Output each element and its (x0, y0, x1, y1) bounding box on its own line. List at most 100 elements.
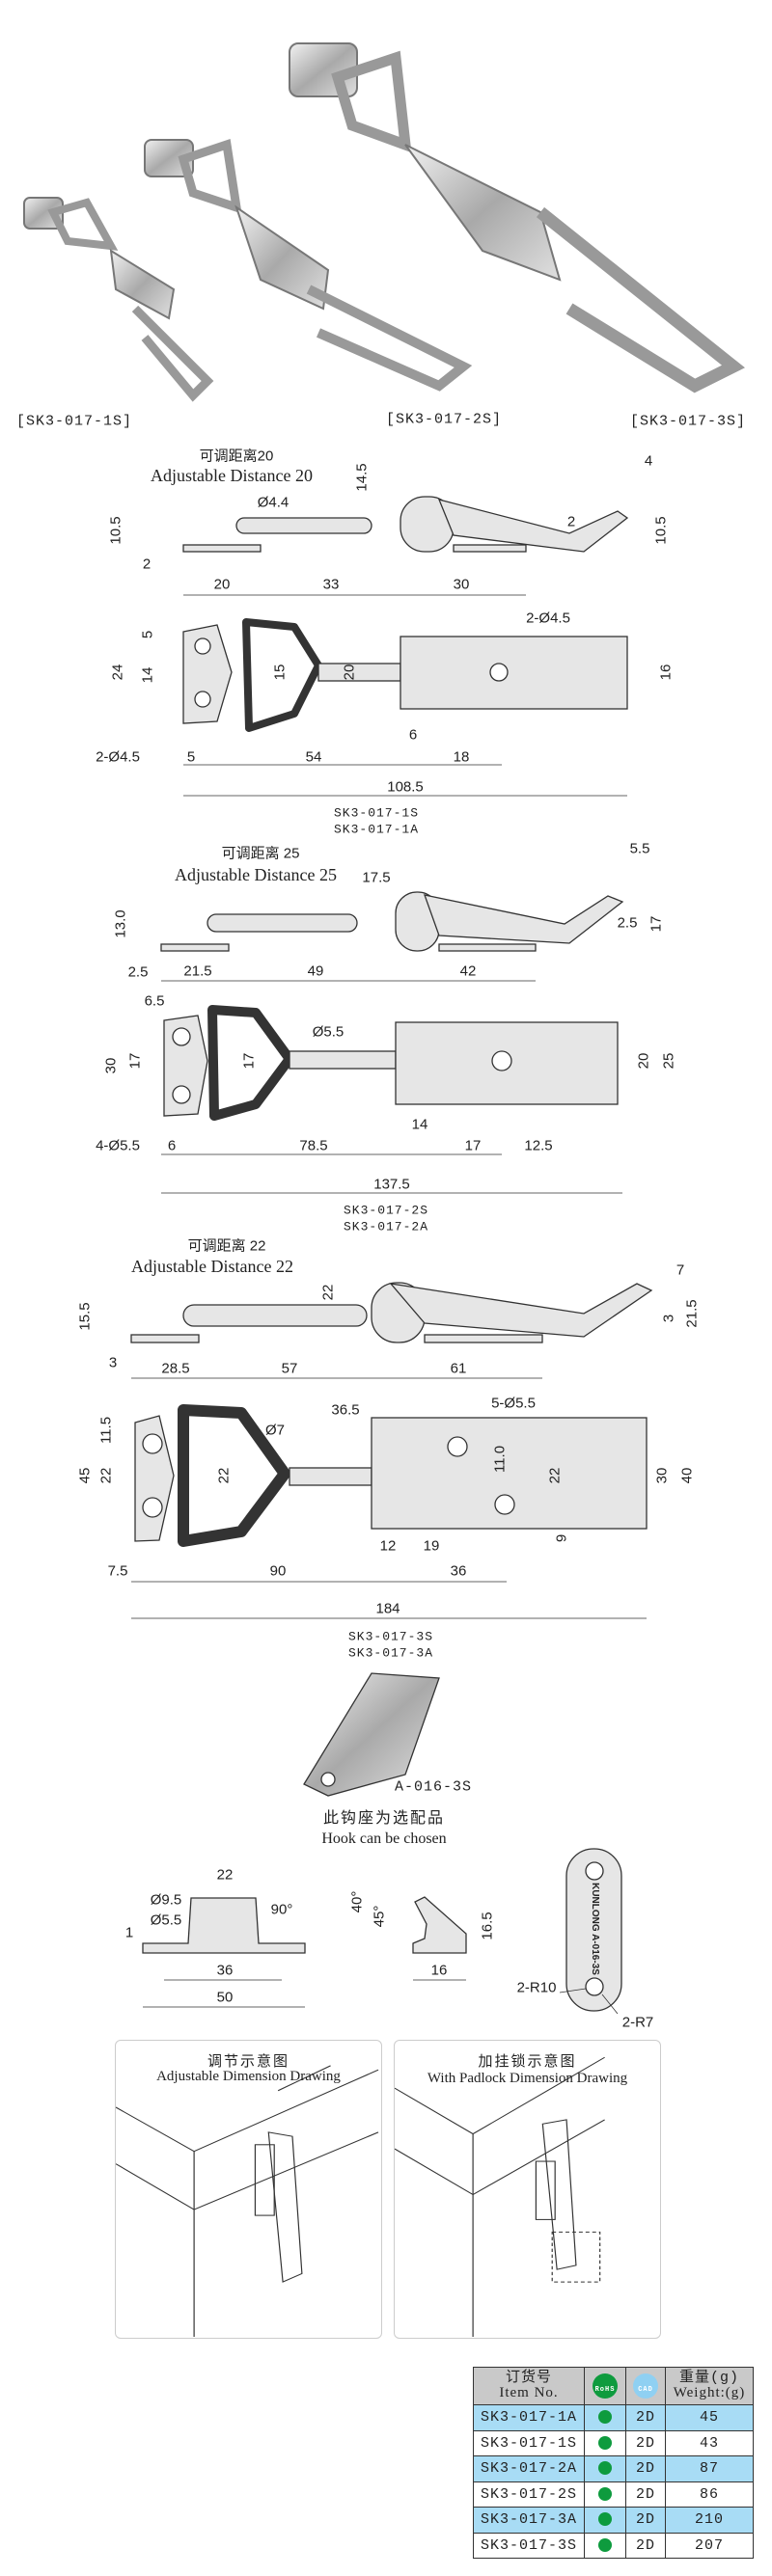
dim: 36.5 (331, 1401, 360, 1419)
dim: 2-Ø4.5 (96, 748, 140, 766)
dim: 15.5 (76, 1302, 94, 1331)
dim: 22 (215, 1467, 233, 1484)
dim: 54 (305, 748, 322, 766)
photo-label-3s: [SK3-017-3S] (629, 413, 747, 430)
dim: 2 (566, 513, 576, 530)
panel-title-cn: 调节示意图 (207, 2053, 290, 2070)
rohs-dot (598, 2512, 612, 2527)
latch-photo-3s (289, 42, 745, 393)
dim: 11.5 (97, 1416, 115, 1445)
adjustable-distance-cn-3: 可调距离 22 (187, 1237, 266, 1255)
dim: 21.5 (683, 1299, 701, 1328)
panel-title-en: With Padlock Dimension Drawing (427, 2071, 628, 2086)
dim: 6 (167, 1137, 177, 1154)
adjustable-drawing-panel: 调节示意图 Adjustable Dimension Drawing (115, 2040, 382, 2339)
dim: 2.5 (617, 914, 638, 932)
dim: 14 (139, 666, 156, 684)
dim: 50 (216, 1989, 234, 2006)
dim: 78.5 (299, 1137, 328, 1154)
dim: 30 (453, 576, 470, 593)
cad-icon: CAD (633, 2373, 658, 2399)
dim: Ø4.4 (257, 494, 290, 511)
padlock-illustration (395, 2056, 605, 2337)
dim: 17.5 (362, 869, 391, 886)
dim: 7 (676, 1261, 685, 1279)
rohs-dot (598, 2537, 612, 2552)
latch-photo-2s (144, 139, 473, 392)
adjustable-distance-en-2: Adjustable Distance 25 (175, 865, 337, 884)
latch-photo-1s (23, 197, 214, 402)
dim: 17 (464, 1137, 482, 1154)
header-item-en: Item No. (499, 2385, 559, 2400)
dim: 16.5 (479, 1912, 496, 1940)
dim: 5-Ø5.5 (491, 1395, 536, 1412)
dim: 16 (657, 664, 675, 681)
dim: 2.5 (127, 963, 149, 981)
dim: 42 (459, 963, 477, 980)
rohs-dot (598, 2461, 612, 2476)
dim: 21.5 (183, 963, 212, 980)
dim: 33 (322, 576, 340, 593)
dim: 30 (102, 1057, 120, 1074)
dim: Ø5.5 (312, 1023, 345, 1041)
dim: 3 (660, 1314, 677, 1323)
dim: 22 (97, 1467, 115, 1484)
dim: 2 (142, 556, 152, 573)
rohs-dot (598, 2410, 612, 2425)
header-item-cn: 订货号 (505, 2370, 552, 2387)
adjustable-distance-cn-2: 可调距离 25 (221, 845, 300, 862)
dim: 19 (423, 1537, 440, 1555)
dim: Ø7 (264, 1422, 286, 1439)
dim: 5 (186, 748, 196, 766)
dim: 6.5 (144, 992, 165, 1010)
header-weight-en: Weight:(g) (673, 2385, 746, 2400)
dim: 9 (553, 1533, 570, 1543)
dim: 2-R7 (621, 2014, 654, 2031)
header-weight-cn: 重量(g) (678, 2370, 739, 2387)
dim: 5 (139, 630, 156, 639)
dim: 18 (453, 748, 470, 766)
dim: 24 (109, 664, 126, 681)
dim: 40° (348, 1890, 366, 1913)
dim: 36 (216, 1962, 234, 1979)
dim: 2-R10 (516, 1979, 557, 1996)
adjustable-distance-cn-1: 可调距离20 (199, 447, 274, 465)
dim: 40 (678, 1467, 696, 1484)
hook-note-cn: 此钩座为选配品 (322, 1810, 446, 1827)
rohs-dot (598, 2486, 612, 2501)
dim: 17 (648, 915, 665, 933)
dim: 12.5 (524, 1137, 553, 1154)
adjustable-illustration (116, 2065, 379, 2337)
dim: 61 (450, 1360, 467, 1377)
adjustable-distance-en-1: Adjustable Distance 20 (151, 466, 313, 485)
dim: Ø9.5 (150, 1891, 182, 1909)
dim: 28.5 (161, 1360, 190, 1377)
dim: 11.0 (491, 1445, 509, 1474)
dim: 90° (270, 1901, 293, 1918)
dim: 90 (269, 1562, 287, 1580)
hook-note-en: Hook can be chosen (321, 1830, 447, 1847)
rohs-icon: RoHS (593, 2373, 618, 2399)
padlock-drawing-panel: 加挂锁示意图 With Padlock Dimension Drawing (394, 2040, 661, 2339)
model-label: SK3-017-3A (347, 1645, 434, 1661)
dim: 1 (124, 1924, 134, 1941)
dim: 22 (319, 1284, 337, 1301)
dim: 16 (430, 1962, 448, 1979)
model-label: SK3-017-1S (333, 805, 420, 821)
dim: 45° (371, 1905, 388, 1928)
rohs-dot (598, 2435, 612, 2450)
dim: 12 (379, 1537, 397, 1555)
dim: 22 (216, 1866, 234, 1884)
panel-title-en: Adjustable Dimension Drawing (156, 2069, 341, 2084)
dim: 30 (653, 1467, 671, 1484)
plate-engraving: KUNLONG A-016-3S (590, 1883, 600, 1975)
technical-drawings (130, 496, 653, 2015)
dim: 15 (271, 664, 289, 681)
dim: 22 (546, 1467, 564, 1484)
dim: 20 (341, 664, 358, 681)
